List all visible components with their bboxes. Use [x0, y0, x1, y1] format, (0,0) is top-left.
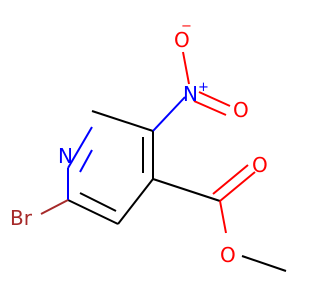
- bond-n-o-double-2: [193, 100, 227, 116]
- nitro-oxygen-double-label: O: [233, 98, 249, 122]
- bond-c-o-double-1: [219, 171, 256, 202]
- bond-c5-c6-inner: [79, 192, 117, 212]
- bond-c-o-single: [219, 200, 227, 234]
- bond-n1-c2-inner: [79, 149, 93, 173]
- bond-c4-ccarbonyl: [152, 178, 221, 202]
- nitro-oxygen-minus-charge: −: [181, 19, 192, 34]
- nitro-nitrogen-label: N: [183, 82, 198, 106]
- nitro-oxygen-minus-label: O: [174, 28, 190, 52]
- bond-c4-c5: [117, 178, 154, 225]
- bond-n1-c2: [67, 126, 93, 169]
- ester-oxygen-single-label: O: [220, 243, 236, 267]
- nitro-nitrogen-charge: +: [198, 80, 209, 95]
- bond-n-o-minus: [182, 51, 190, 85]
- bromine-label: Br: [10, 206, 33, 230]
- bond-c3-nno2: [152, 96, 186, 132]
- bonds: [40, 51, 287, 272]
- atom-labels: N Br N + O − O O O: [10, 19, 268, 267]
- bond-c5-c6: [67, 199, 119, 225]
- bond-c6-br: [40, 199, 69, 215]
- ester-oxygen-double-label: O: [252, 153, 268, 177]
- bond-o-ch3: [241, 255, 287, 272]
- bond-c2-c3: [91, 110, 154, 132]
- ring-nitrogen-label: N: [58, 144, 73, 168]
- bond-c-o-double-2: [212, 164, 249, 195]
- bond-n-o-double-1: [198, 91, 231, 107]
- molecule-structure: N Br N + O − O O O: [10, 19, 287, 272]
